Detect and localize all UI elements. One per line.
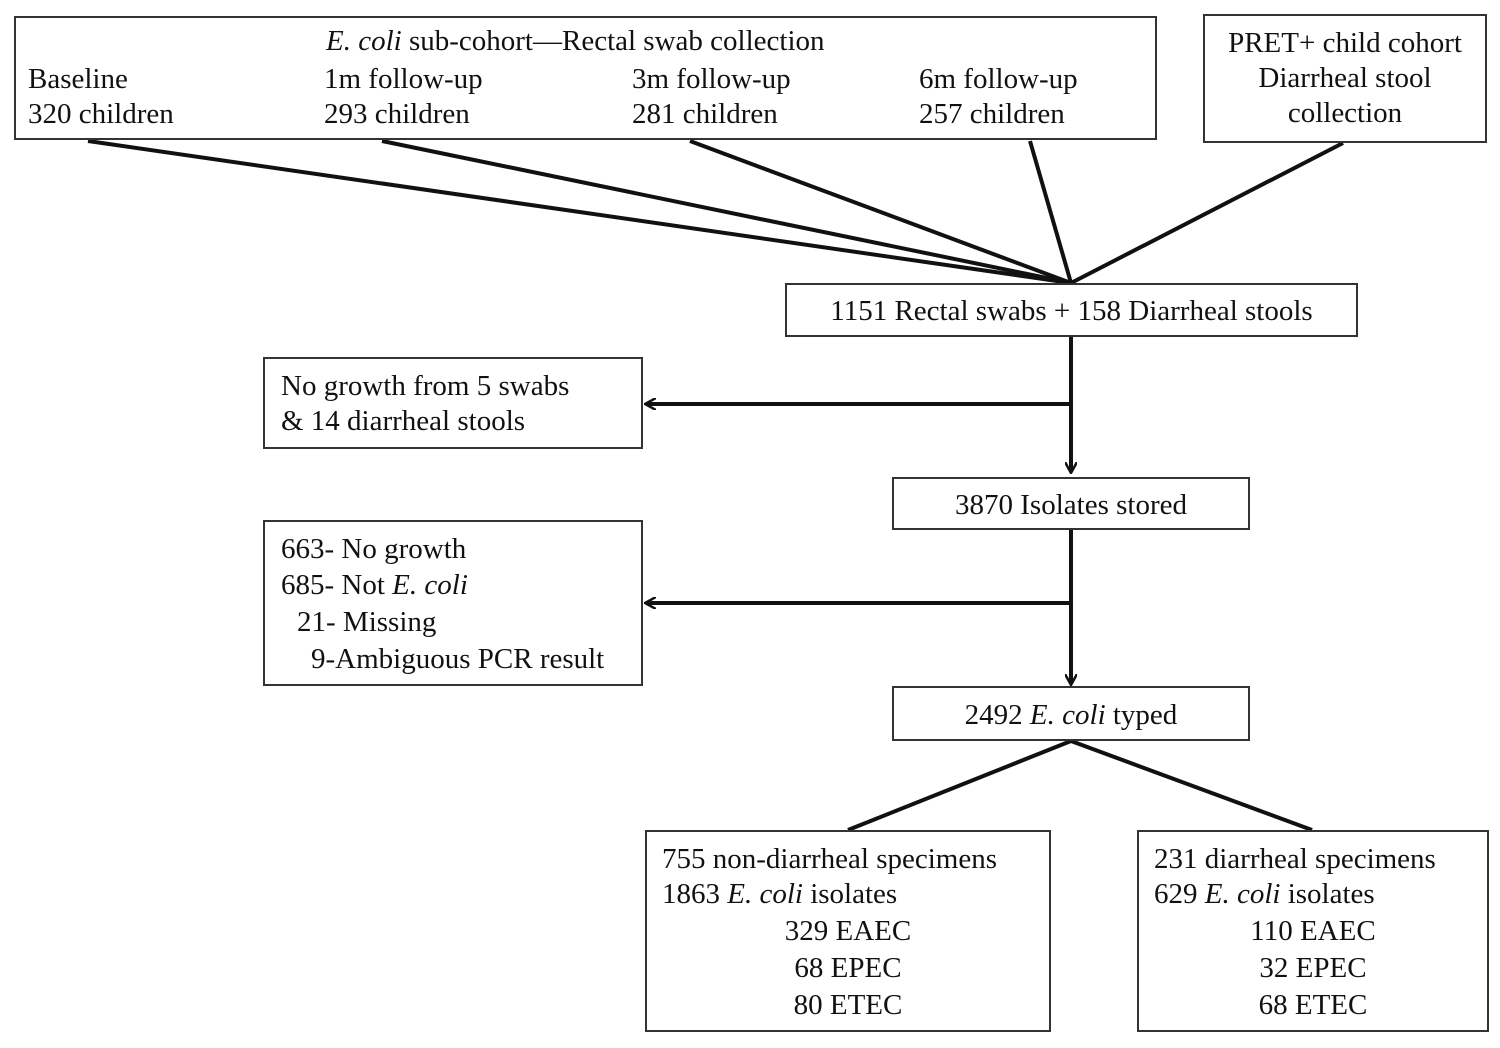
timepoint-1m: 1m follow-up 293 children (324, 63, 483, 130)
line-1m (381, 139, 1072, 285)
specimens-text: 1151 Rectal swabs + 158 Diarrheal stools (830, 295, 1313, 327)
isolates-stored-text: 3870 Isolates stored (955, 489, 1187, 521)
pret-cohort-text: PRET+ child cohort Diarrheal stool colle… (1228, 27, 1462, 129)
timepoint-baseline: Baseline 320 children (28, 63, 174, 130)
sub-cohort-box: E. coli sub-cohort—Rectal swab collectio… (14, 16, 1157, 140)
diarrheal-eaec: 110 EAEC (1250, 915, 1376, 947)
timepoint-6m: 6m follow-up 257 children (919, 63, 1078, 130)
diarrheal-etec: 68 ETEC (1258, 989, 1368, 1021)
excluded-missing: 21- Missing (297, 606, 437, 638)
specimens-box: 1151 Rectal swabs + 158 Diarrheal stools (785, 283, 1358, 337)
diarrheal-box: 231 diarrheal specimens 629 E. coli isol… (1137, 830, 1489, 1032)
timepoint-3m: 3m follow-up 281 children (632, 63, 791, 130)
line-baseline (87, 139, 1072, 285)
line-3m (689, 139, 1072, 285)
excluded-not-ecoli: 685- Not E. coli (281, 569, 468, 601)
line-pret (1070, 141, 1344, 285)
diarrheal-specimens: 231 diarrheal specimens (1154, 843, 1436, 875)
no-growth-box: No growth from 5 swabs & 14 diarrheal st… (263, 357, 643, 449)
ecoli-typed-box: 2492 E. coli typed (892, 686, 1250, 741)
sub-cohort-title: E. coli sub-cohort—Rectal swab collectio… (326, 25, 825, 57)
isolates-stored-box: 3870 Isolates stored (892, 477, 1250, 530)
no-growth-text: No growth from 5 swabs & 14 diarrheal st… (281, 370, 570, 437)
diarrheal-isolates: 629 E. coli isolates (1154, 878, 1375, 910)
non-diarrheal-etec: 80 ETEC (793, 989, 903, 1021)
diarrheal-epec: 32 EPEC (1259, 952, 1367, 984)
excluded-isolates-box: 663- No growth 685- Not E. coli 21- Miss… (263, 520, 643, 686)
non-diarrheal-specimens: 755 non-diarrheal specimens (662, 843, 998, 875)
non-diarrheal-isolates: 1863 E. coli isolates (662, 878, 898, 910)
excluded-no-growth: 663- No growth (281, 533, 467, 565)
excluded-ambiguous: 9-Ambiguous PCR result (311, 643, 605, 675)
ecoli-typed-text: 2492 E. coli typed (964, 699, 1178, 731)
non-diarrheal-epec: 68 EPEC (794, 952, 902, 984)
line-to-non-diarrheal (847, 739, 1072, 832)
line-6m (1028, 140, 1073, 284)
non-diarrheal-eaec: 329 EAEC (784, 915, 912, 947)
pret-cohort-box: PRET+ child cohort Diarrheal stool colle… (1203, 14, 1487, 143)
non-diarrheal-box: 755 non-diarrheal specimens 1863 E. coli… (645, 830, 1051, 1032)
line-to-diarrheal (1070, 739, 1313, 832)
